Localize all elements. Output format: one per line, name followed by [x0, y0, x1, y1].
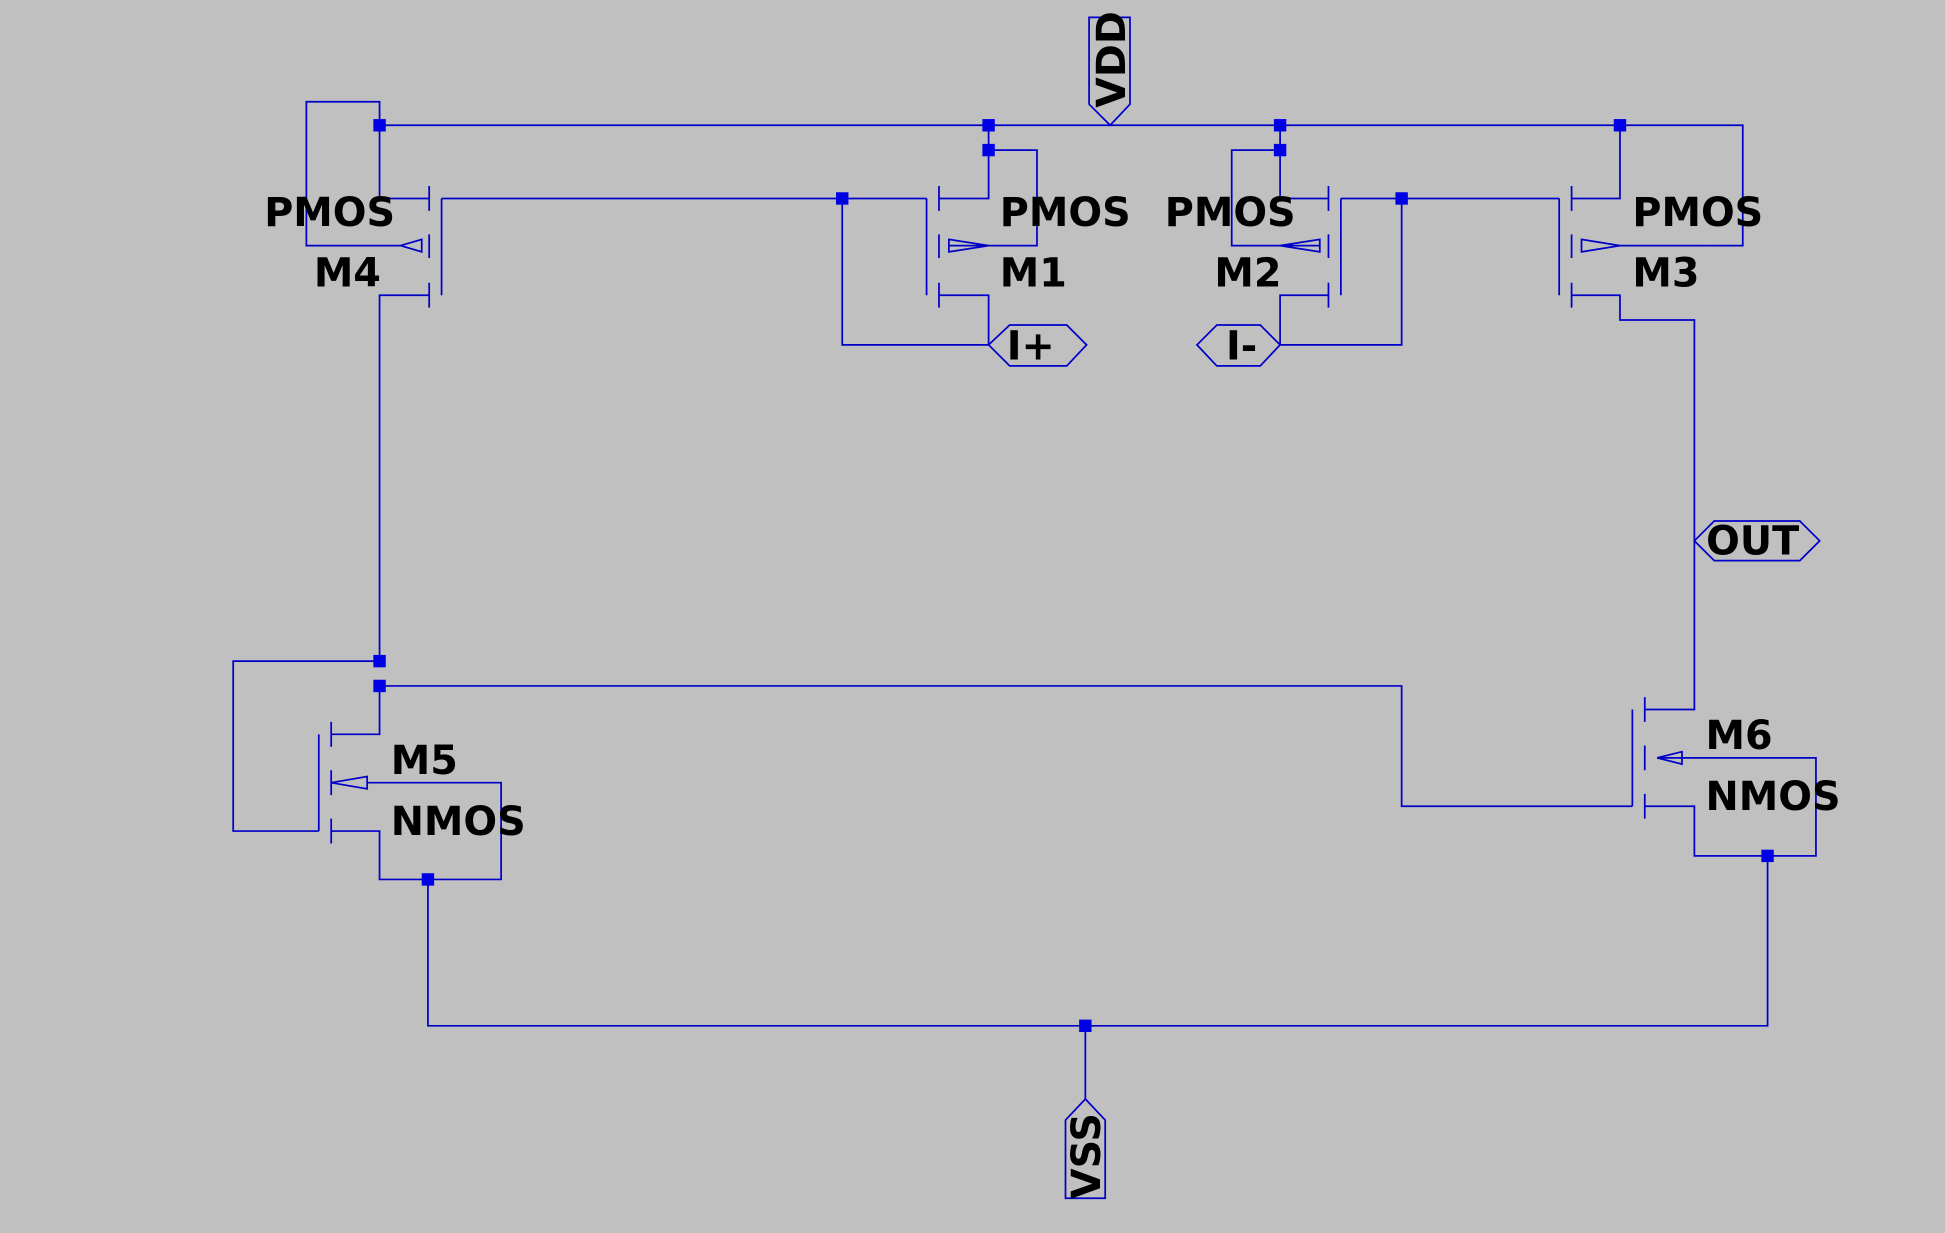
junction-dot	[982, 143, 995, 157]
m5-drain-wire[interactable]	[331, 685, 381, 736]
m3-model-label: PMOS	[1632, 190, 1763, 236]
junction-dot	[836, 192, 849, 205]
m3-transistor[interactable]	[1558, 186, 1709, 308]
m2-transistor[interactable]	[1279, 186, 1342, 308]
m4-bulk-wire[interactable]	[305, 100, 401, 247]
m2-model-label: PMOS	[1165, 190, 1296, 236]
vdd-net-flag[interactable]: VDD	[1088, 11, 1135, 127]
m5-source-wire[interactable]	[331, 781, 502, 881]
junction-dot	[1761, 849, 1774, 863]
m6-transistor[interactable]	[1631, 697, 1683, 819]
vdd-rail-wire[interactable]	[379, 124, 1744, 247]
out-net-flag[interactable]: OUT	[1693, 518, 1821, 564]
vss-rail-wire[interactable]	[427, 855, 1769, 1027]
m4-name-label: M4	[314, 251, 381, 297]
m4-drain-wire[interactable]	[378, 294, 430, 662]
m1-source-wire[interactable]	[938, 125, 990, 200]
in-minus-label: I-	[1226, 324, 1257, 370]
junction-dots	[373, 119, 1774, 1033]
m3-name-label: M3	[1632, 251, 1699, 297]
out-label: OUT	[1706, 518, 1799, 564]
m2-source-wire[interactable]	[1279, 125, 1329, 200]
m5-bulk-wire[interactable]	[232, 660, 380, 832]
m1-model-label: PMOS	[1000, 190, 1131, 236]
junction-dot	[1273, 119, 1287, 132]
m1-name-label: M1	[1000, 251, 1067, 297]
in-plus-label: I+	[1007, 324, 1055, 370]
m5-transistor[interactable]	[317, 721, 369, 844]
in-minus-net-flag[interactable]: I-	[1195, 324, 1282, 370]
m6-source-wire[interactable]	[1644, 805, 1768, 857]
m3-drain-wire[interactable]	[1571, 294, 1696, 711]
m6-bulk-wire[interactable]	[1657, 757, 1817, 857]
junction-dot	[1613, 119, 1627, 132]
junction-dot	[373, 679, 386, 693]
m1-transistor[interactable]	[925, 186, 989, 308]
vss-net-flag[interactable]: VSS	[1064, 1097, 1110, 1199]
junction-dot	[373, 119, 386, 132]
m4-model-label: PMOS	[264, 190, 395, 236]
m6-model-label: NMOS	[1706, 774, 1841, 820]
wires	[232, 100, 1817, 1099]
m2-bulk-wire[interactable]	[1230, 149, 1281, 247]
m2-name-label: M2	[1214, 251, 1281, 297]
gate-net-wire[interactable]	[441, 197, 989, 346]
m3-source-wire[interactable]	[1571, 125, 1621, 200]
junction-dot	[982, 119, 995, 132]
junction-dot	[421, 873, 435, 886]
junction-dot	[1273, 143, 1287, 157]
junction-dot	[373, 654, 386, 668]
m4-transistor[interactable]	[397, 186, 443, 308]
in-plus-net-flag[interactable]: I+	[987, 324, 1088, 370]
junction-dot	[1079, 1019, 1092, 1033]
m2-drain-wire[interactable]	[1279, 294, 1329, 345]
m1-bulk-wire[interactable]	[988, 149, 1038, 247]
m6-name-label: M6	[1706, 713, 1773, 759]
m1-drain-wire[interactable]	[938, 294, 990, 345]
vss-label: VSS	[1064, 1113, 1110, 1199]
m5-name-label: M5	[391, 738, 458, 784]
m2-gate-tie-wire[interactable]	[1280, 198, 1403, 346]
vdd-label: VDD	[1089, 11, 1135, 108]
m5-model-label: NMOS	[391, 799, 526, 845]
m5-gate-m6-gate-wire[interactable]	[379, 685, 1633, 808]
junction-dot	[1395, 192, 1408, 205]
m4-source-wire[interactable]	[378, 125, 430, 200]
